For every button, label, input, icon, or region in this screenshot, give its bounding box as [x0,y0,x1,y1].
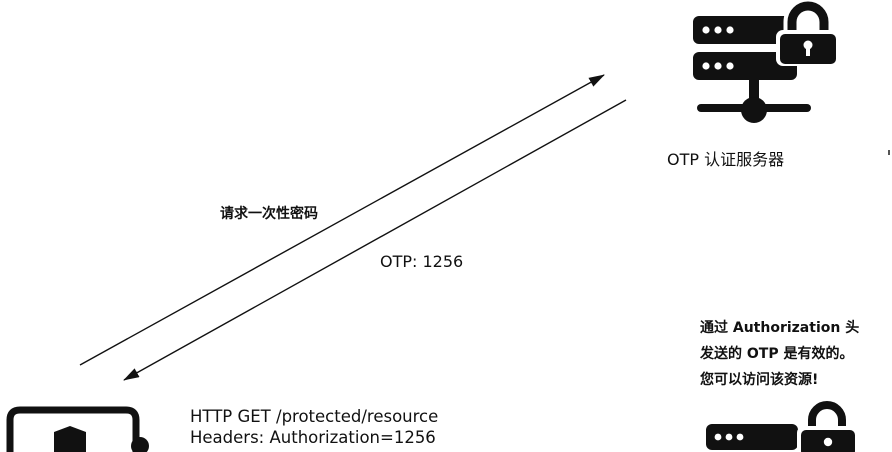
request-arrow-label: 请求一次性密码 [220,206,318,222]
http-headers-line: Headers: Authorization=1256 [190,428,436,447]
otp-server-label: OTP 认证服务器 [667,150,785,169]
client-device-icon [6,406,149,452]
http-request-line: HTTP GET /protected/resource [190,407,439,426]
response-arrow-label: OTP: 1256 [380,252,464,271]
server-lock-icon [693,0,840,123]
note-line-1: 通过 Authorization 头 [700,320,860,336]
http-request-text: HTTP GET /protected/resource Headers: Au… [190,406,438,448]
note-line-2: 发送的 OTP 是有效的。 [700,346,854,362]
note-line-3: 您可以访问该资源! [700,372,819,388]
shield-icon [54,426,86,452]
resource-server-lock-icon [706,397,859,452]
request-arrow [79,74,605,366]
response-arrow [123,99,627,381]
edge-mark [888,150,890,155]
access-granted-note: 通过 Authorization 头 发送的 OTP 是有效的。 您可以访问该资… [700,315,859,393]
